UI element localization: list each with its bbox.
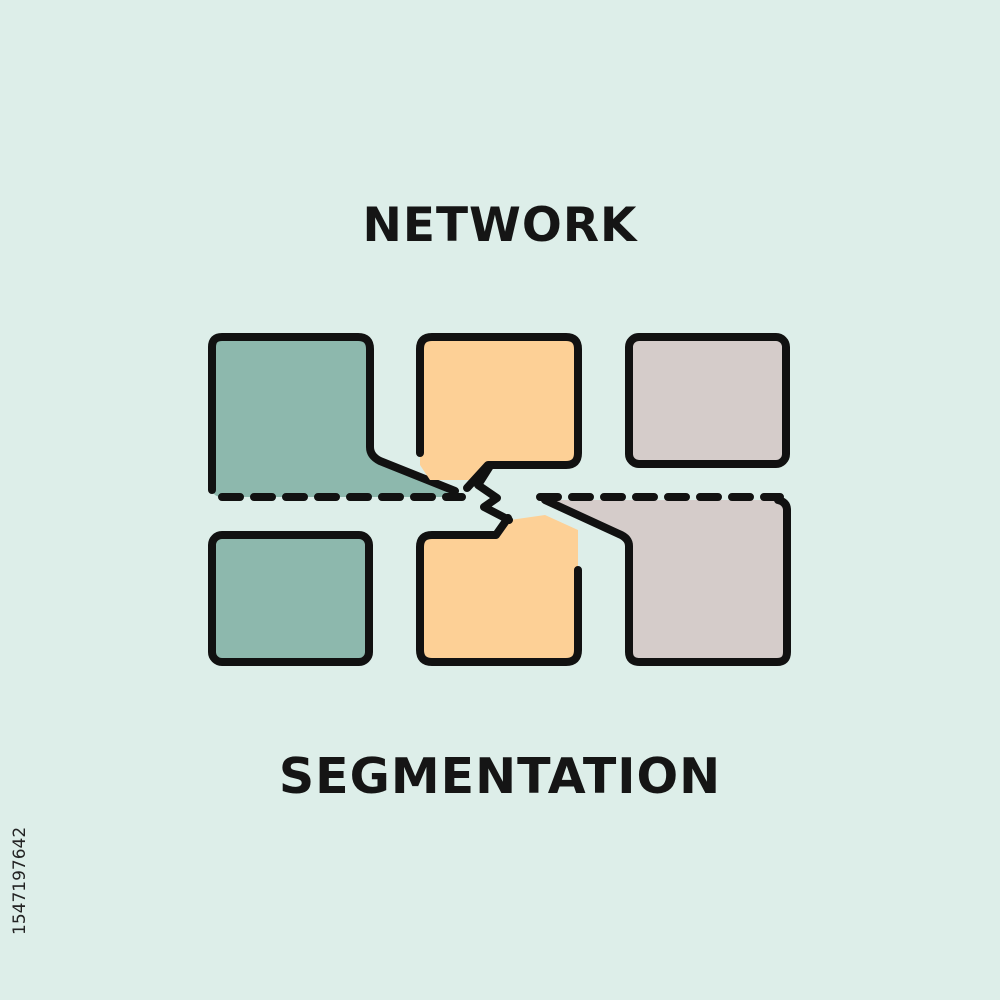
- title-network: NETWORK: [362, 198, 638, 253]
- gray-segment: [541, 333, 791, 666]
- gray-bottom-block: [545, 500, 787, 662]
- teal-bottom-block: [208, 531, 373, 666]
- teal-top-block-outline: [208, 333, 459, 495]
- teal-segment: [208, 333, 459, 666]
- title-segmentation: SEGMENTATION: [278, 748, 722, 805]
- gray-top-block: [625, 333, 790, 468]
- crack-zigzag: [474, 462, 513, 524]
- orange-bottom-block: [420, 515, 578, 662]
- orange-top-block-outline: [416, 333, 582, 492]
- orange-bottom-block-outline: [416, 514, 582, 666]
- teal-top-block: [212, 337, 458, 497]
- gray-bottom-block-outline: [541, 496, 791, 666]
- orange-segment: [416, 333, 582, 666]
- stock-id-label: 1547197642: [10, 826, 30, 935]
- orange-top-block: [420, 337, 578, 480]
